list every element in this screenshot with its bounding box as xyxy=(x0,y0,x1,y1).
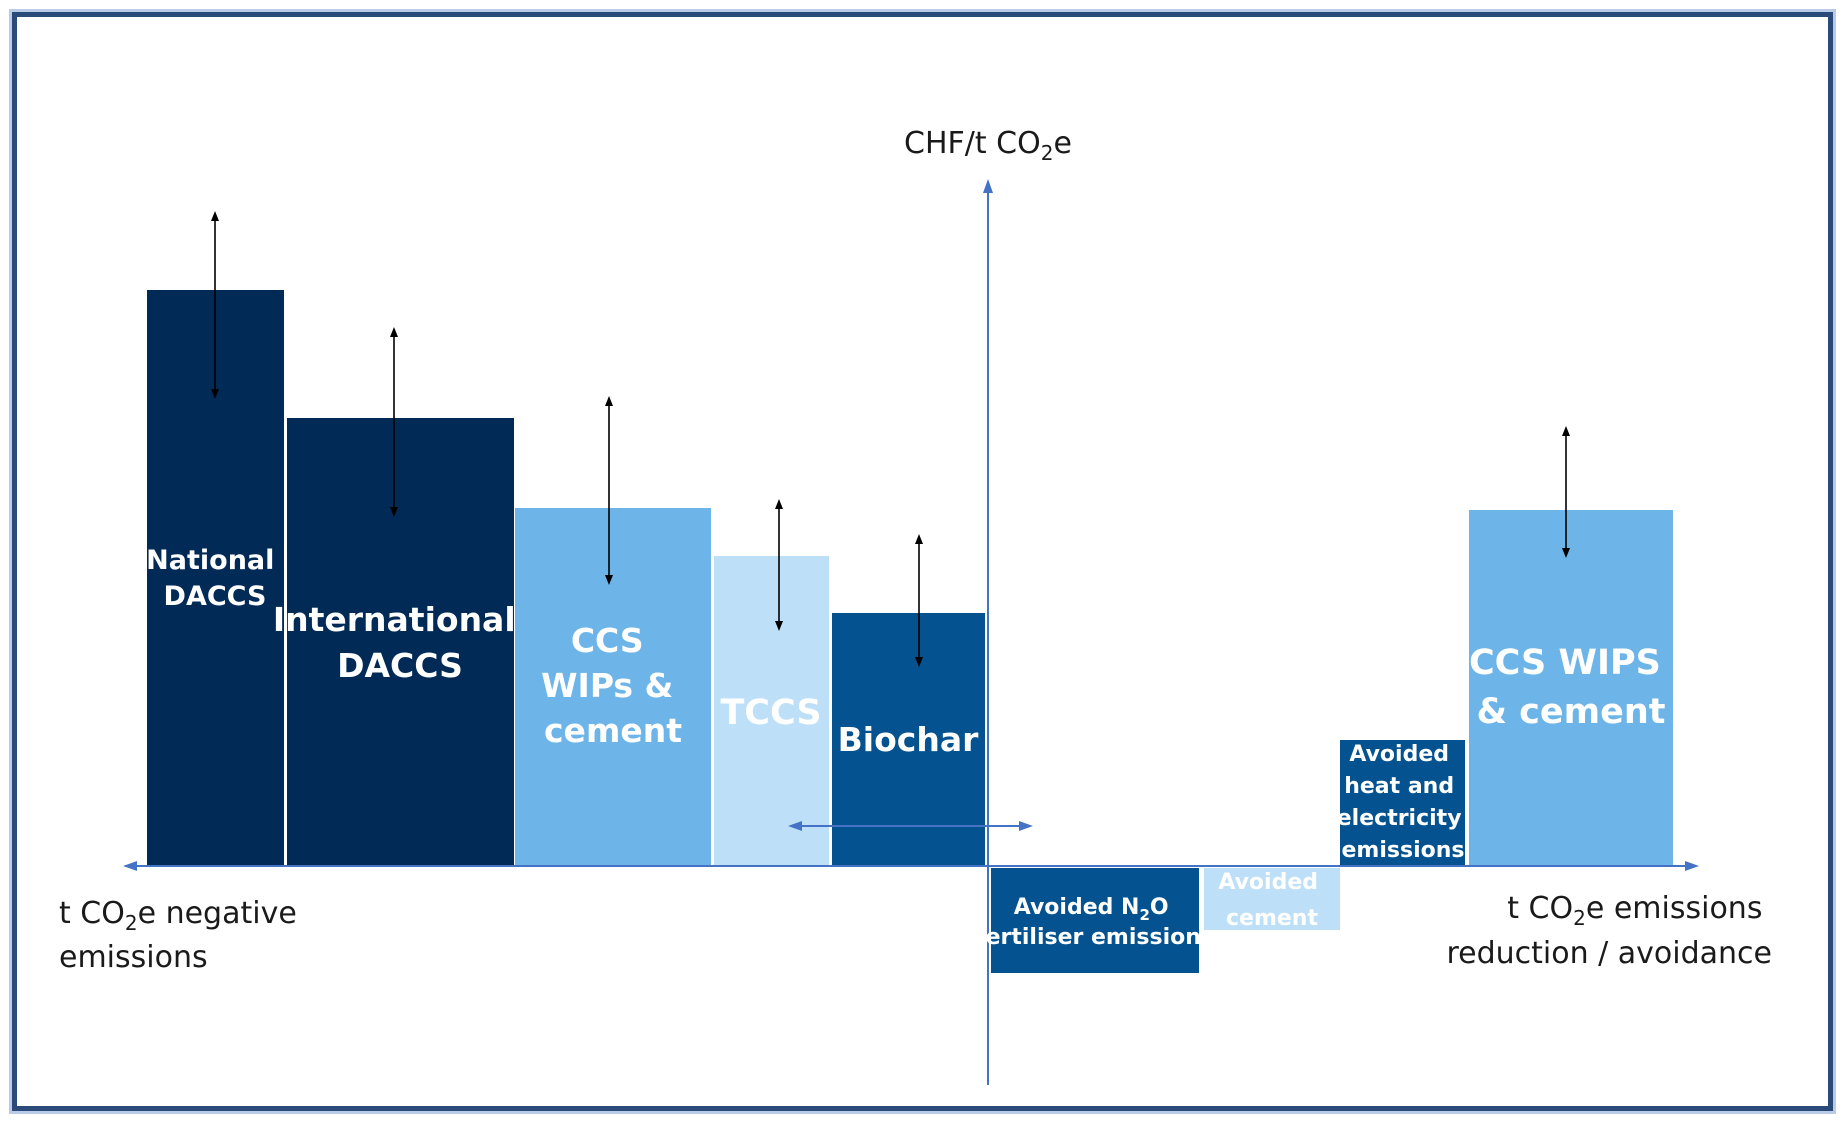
label-tccs: TCCS xyxy=(720,693,821,733)
x-axis-left-label: t CO2e negative emissions xyxy=(59,896,306,975)
label-biochar: Biochar xyxy=(838,720,979,759)
label-ccs-wips-cement-left: CCS WIPs & cement xyxy=(541,621,685,750)
block-international-daccs xyxy=(287,418,514,865)
label-avoided-n2o: Avoided N2O fertiliser emissions xyxy=(976,895,1214,950)
x-axis-right-label: t CO2e emissions reduction / avoidance xyxy=(1446,891,1772,971)
label-avoided-cement: Avoided cement xyxy=(1218,870,1325,931)
block-avoided-heat xyxy=(1340,740,1465,865)
block-tccs xyxy=(714,556,829,865)
block-ccs-wips-cement-left xyxy=(515,508,711,865)
block-avoided-cement xyxy=(1204,868,1340,930)
label-ccs-wips-cement-right: CCS WIPS & cement xyxy=(1469,643,1673,732)
block-ccs-wips-cement-right xyxy=(1469,510,1673,865)
label-national-daccs: National DACCS xyxy=(146,545,284,612)
label-avoided-heat: Avoided heat and electricity emissions xyxy=(1337,742,1469,863)
label-international-daccs: International DACCS xyxy=(273,600,527,685)
y-axis-label: CHF/t CO2e xyxy=(904,126,1072,165)
block-avoided-n2o xyxy=(991,868,1199,973)
